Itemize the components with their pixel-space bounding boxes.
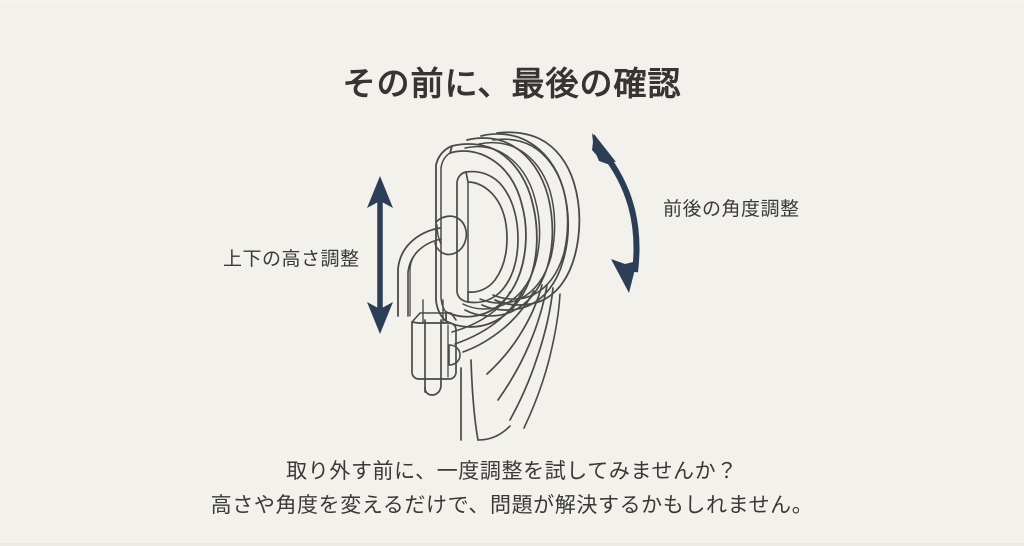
headrest-layer-2: [480, 133, 570, 311]
headrest-inner-pad: [465, 170, 519, 304]
bottom-edge-band: [0, 543, 1024, 546]
headrest-support-arm-inner2: [409, 255, 415, 317]
backrest-frame-edge: [477, 425, 511, 441]
headrest-layer-3: [464, 137, 554, 317]
double-arrow-curved-icon: [592, 133, 640, 293]
headrest-post-top-connector: [422, 299, 444, 323]
headrest-outer-shell: [494, 131, 581, 306]
headrest-support-arm-inner: [407, 238, 442, 317]
backrest-rail-1: [451, 291, 511, 333]
backrest-rail-2: [454, 287, 525, 345]
top-edge-band: [0, 0, 1024, 2]
headrest-adjuster-bracket: [411, 321, 457, 380]
backrest-frame-curve-1: [462, 290, 535, 353]
double-arrow-vertical-icon: [367, 176, 393, 334]
backrest-frame-curve-2: [486, 284, 543, 375]
headrest-adjuster-notch: [448, 344, 461, 366]
caption-line-2: 高さや角度を変えるだけで、問題が解決するかもしれません。: [210, 494, 814, 517]
headrest-adjuster-bracket-top: [411, 312, 457, 323]
headrest-shell-group: [397, 131, 581, 441]
backrest-frame-curve-5: [523, 293, 561, 429]
label-height-adjustment: 上下の高さ調整: [223, 249, 360, 270]
headrest-layer-3-inner: [462, 145, 541, 310]
label-tilt-adjustment: 前後の角度調整: [663, 199, 800, 220]
headrest-pivot-joint: [434, 215, 468, 256]
headrest-pivot-joint-edge: [436, 224, 442, 245]
headrest-layer-2-inner: [478, 141, 556, 304]
headrest-left-rim-inner: [440, 152, 451, 313]
headrest-post-right: [424, 319, 442, 396]
backrest-frame-left2: [470, 359, 479, 441]
headrest-support-arm-outer: [397, 227, 441, 317]
backrest-frame-curve-4: [509, 287, 554, 421]
backrest-frame-curve-3: [497, 284, 548, 401]
headrest-left-rim: [435, 145, 453, 322]
caption-line-1: 取り外す前に、一度調整を試してみませんか？: [286, 460, 738, 483]
page-title: その前に、最後の確認: [342, 65, 682, 103]
headrest-front-pad: [445, 143, 538, 328]
headrest-inner-pad-left: [456, 171, 469, 303]
headrest-outer-shell-inner: [492, 138, 569, 300]
